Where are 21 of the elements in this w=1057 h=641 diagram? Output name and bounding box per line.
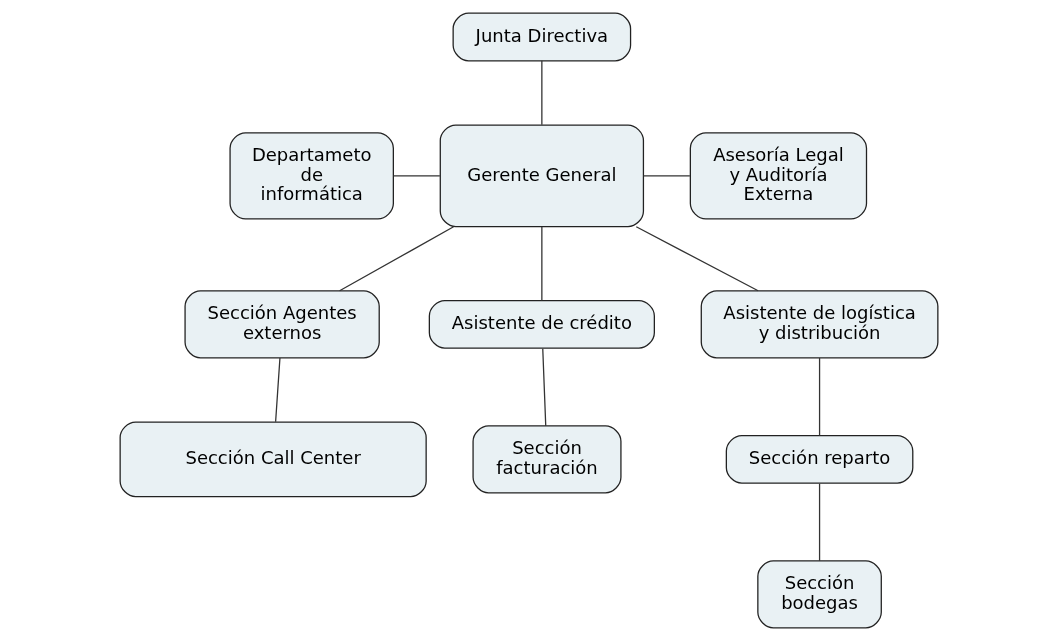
node-box: Junta Directiva bbox=[452, 12, 631, 62]
connector bbox=[540, 60, 542, 126]
node-box: Asesoría Legal y Auditoría Externa bbox=[689, 132, 867, 220]
connector bbox=[541, 348, 546, 427]
connector bbox=[635, 226, 759, 292]
node-box: Sección facturación bbox=[471, 425, 622, 494]
connector bbox=[274, 357, 281, 423]
node-box: Sección Agentes externos bbox=[183, 290, 380, 359]
connector bbox=[392, 175, 440, 177]
node-box: Sección reparto bbox=[725, 434, 913, 484]
connector bbox=[642, 175, 691, 177]
connector bbox=[338, 226, 454, 292]
connector bbox=[818, 483, 820, 562]
connector bbox=[818, 357, 820, 437]
node-box: Asistente de crédito bbox=[428, 299, 655, 349]
connector bbox=[540, 226, 542, 302]
node-box: Sección Call Center bbox=[119, 421, 427, 498]
node-box: Gerente General bbox=[439, 124, 644, 228]
node-box: Sección bodegas bbox=[756, 560, 882, 629]
node-box: Asistente de logística y distribución bbox=[700, 290, 938, 359]
node-box: Departameto de informática bbox=[228, 132, 394, 220]
